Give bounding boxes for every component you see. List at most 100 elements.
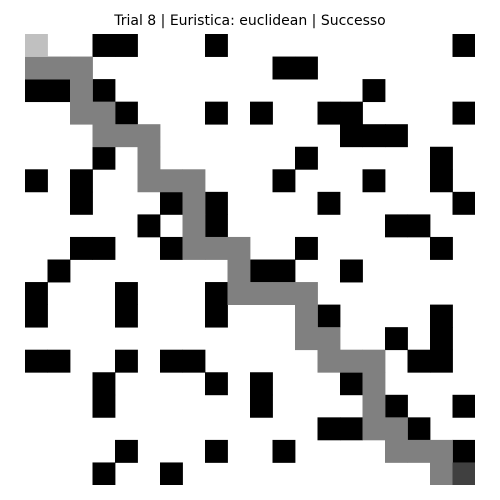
path-cell xyxy=(317,327,341,351)
obstacle-cell xyxy=(407,417,431,441)
obstacle-cell xyxy=(317,191,341,215)
path-cell xyxy=(25,56,48,80)
obstacle-cell xyxy=(452,191,475,215)
obstacle-cell xyxy=(362,79,386,103)
obstacle-cell xyxy=(317,417,341,441)
obstacle-cell xyxy=(272,439,296,463)
obstacle-cell xyxy=(430,349,453,373)
path-cell xyxy=(70,101,93,125)
obstacle-cell xyxy=(25,282,48,305)
obstacle-cell xyxy=(92,372,116,396)
path-cell xyxy=(160,169,183,193)
obstacle-cell xyxy=(25,79,48,103)
obstacle-cell xyxy=(47,259,71,283)
obstacle-cell xyxy=(25,349,48,373)
obstacle-cell xyxy=(272,56,296,80)
plot-title: Trial 8 | Euristica: euclidean | Success… xyxy=(114,13,386,29)
obstacle-cell xyxy=(92,146,116,170)
path-cell xyxy=(295,304,318,328)
path-cell xyxy=(182,191,206,215)
obstacle-cell xyxy=(47,349,71,373)
obstacle-cell xyxy=(182,349,206,373)
obstacle-cell xyxy=(452,439,475,463)
path-cell xyxy=(272,282,296,305)
path-cell xyxy=(227,259,251,283)
obstacle-cell xyxy=(340,101,363,125)
obstacle-cell xyxy=(272,169,296,193)
obstacle-cell xyxy=(137,214,161,238)
obstacle-cell xyxy=(317,101,341,125)
path-cell xyxy=(182,214,206,238)
obstacle-cell xyxy=(205,304,228,328)
obstacle-cell xyxy=(115,439,138,463)
obstacle-cell xyxy=(295,236,318,260)
obstacle-cell xyxy=(47,79,71,103)
path-cell xyxy=(137,169,161,193)
obstacle-cell xyxy=(430,236,453,260)
obstacle-cell xyxy=(92,462,116,485)
obstacle-cell xyxy=(407,214,431,238)
obstacle-cell xyxy=(92,236,116,260)
obstacle-cell xyxy=(115,282,138,305)
obstacle-cell xyxy=(115,304,138,328)
obstacle-cell xyxy=(205,101,228,125)
obstacle-cell xyxy=(92,394,116,418)
obstacle-cell xyxy=(385,214,408,238)
obstacle-cell xyxy=(340,372,363,396)
obstacle-cell xyxy=(205,282,228,305)
obstacle-cell xyxy=(70,191,93,215)
path-cell xyxy=(205,236,228,260)
obstacle-cell xyxy=(362,169,386,193)
obstacle-cell xyxy=(70,169,93,193)
obstacle-cell xyxy=(430,169,453,193)
obstacle-cell xyxy=(250,394,273,418)
path-cell xyxy=(137,124,161,148)
obstacle-cell xyxy=(452,101,475,125)
obstacle-cell xyxy=(430,327,453,351)
path-cell xyxy=(115,124,138,148)
obstacle-cell xyxy=(250,372,273,396)
obstacle-cell xyxy=(205,439,228,463)
obstacle-cell xyxy=(205,214,228,238)
obstacle-cell xyxy=(205,372,228,396)
path-cell xyxy=(70,56,93,80)
path-cell xyxy=(70,79,93,103)
path-cell xyxy=(92,101,116,125)
obstacle-cell xyxy=(452,34,475,57)
obstacle-cell xyxy=(92,34,116,57)
obstacle-cell xyxy=(115,101,138,125)
obstacle-cell xyxy=(115,349,138,373)
obstacle-cell xyxy=(160,462,183,485)
path-cell xyxy=(182,169,206,193)
path-cell xyxy=(430,439,453,463)
path-cell xyxy=(137,146,161,170)
obstacle-cell xyxy=(385,124,408,148)
path-cell xyxy=(250,282,273,305)
obstacle-cell xyxy=(70,236,93,260)
obstacle-cell xyxy=(205,191,228,215)
obstacle-cell xyxy=(92,79,116,103)
obstacle-cell xyxy=(385,327,408,351)
obstacle-cell xyxy=(362,124,386,148)
obstacle-cell xyxy=(160,349,183,373)
start-cell xyxy=(25,34,48,57)
path-cell xyxy=(362,349,386,373)
obstacle-cell xyxy=(160,191,183,215)
path-cell xyxy=(407,439,431,463)
obstacle-cell xyxy=(407,349,431,373)
path-cell xyxy=(47,56,71,80)
obstacle-cell xyxy=(115,34,138,57)
obstacle-cell xyxy=(250,101,273,125)
obstacle-cell xyxy=(295,146,318,170)
grid-map xyxy=(25,34,475,485)
obstacle-cell xyxy=(340,124,363,148)
path-cell xyxy=(385,417,408,441)
obstacle-cell xyxy=(430,304,453,328)
obstacle-cell xyxy=(430,146,453,170)
path-cell xyxy=(362,394,386,418)
obstacle-cell xyxy=(452,394,475,418)
path-cell xyxy=(92,124,116,148)
obstacle-cell xyxy=(205,34,228,57)
obstacle-cell xyxy=(25,304,48,328)
path-cell xyxy=(362,417,386,441)
